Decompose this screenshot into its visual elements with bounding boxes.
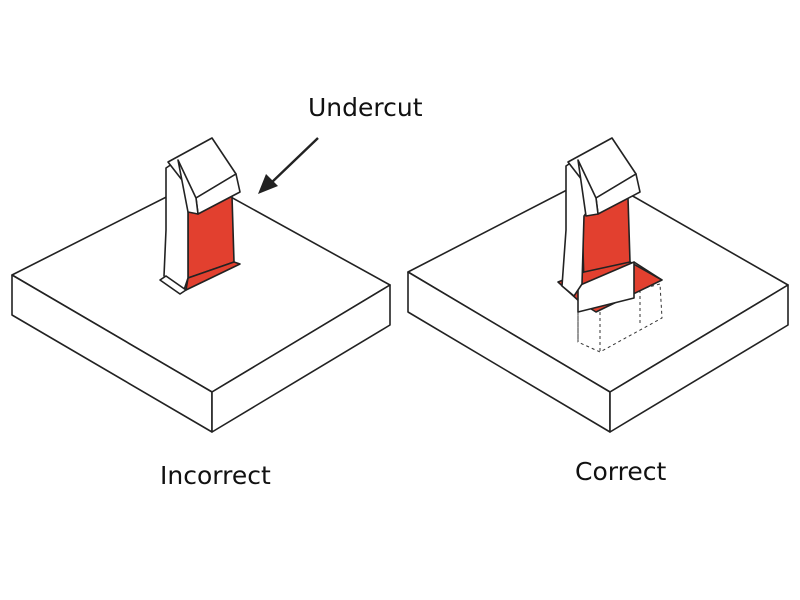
correct-panel — [407, 137, 789, 433]
correct-caption: Correct — [575, 457, 666, 486]
incorrect-base-block — [11, 179, 391, 433]
arrow-icon — [258, 137, 319, 194]
correct-step-front — [577, 261, 635, 313]
incorrect-caption: Incorrect — [160, 461, 271, 490]
correct-post — [557, 137, 663, 313]
correct-head-front — [577, 159, 599, 217]
incorrect-post — [159, 137, 241, 295]
incorrect-post-plate — [159, 275, 187, 295]
incorrect-panel — [11, 137, 391, 433]
incorrect-undercut-foot — [185, 261, 241, 291]
undercut-label: Undercut — [308, 93, 423, 122]
incorrect-head-front — [177, 159, 199, 215]
